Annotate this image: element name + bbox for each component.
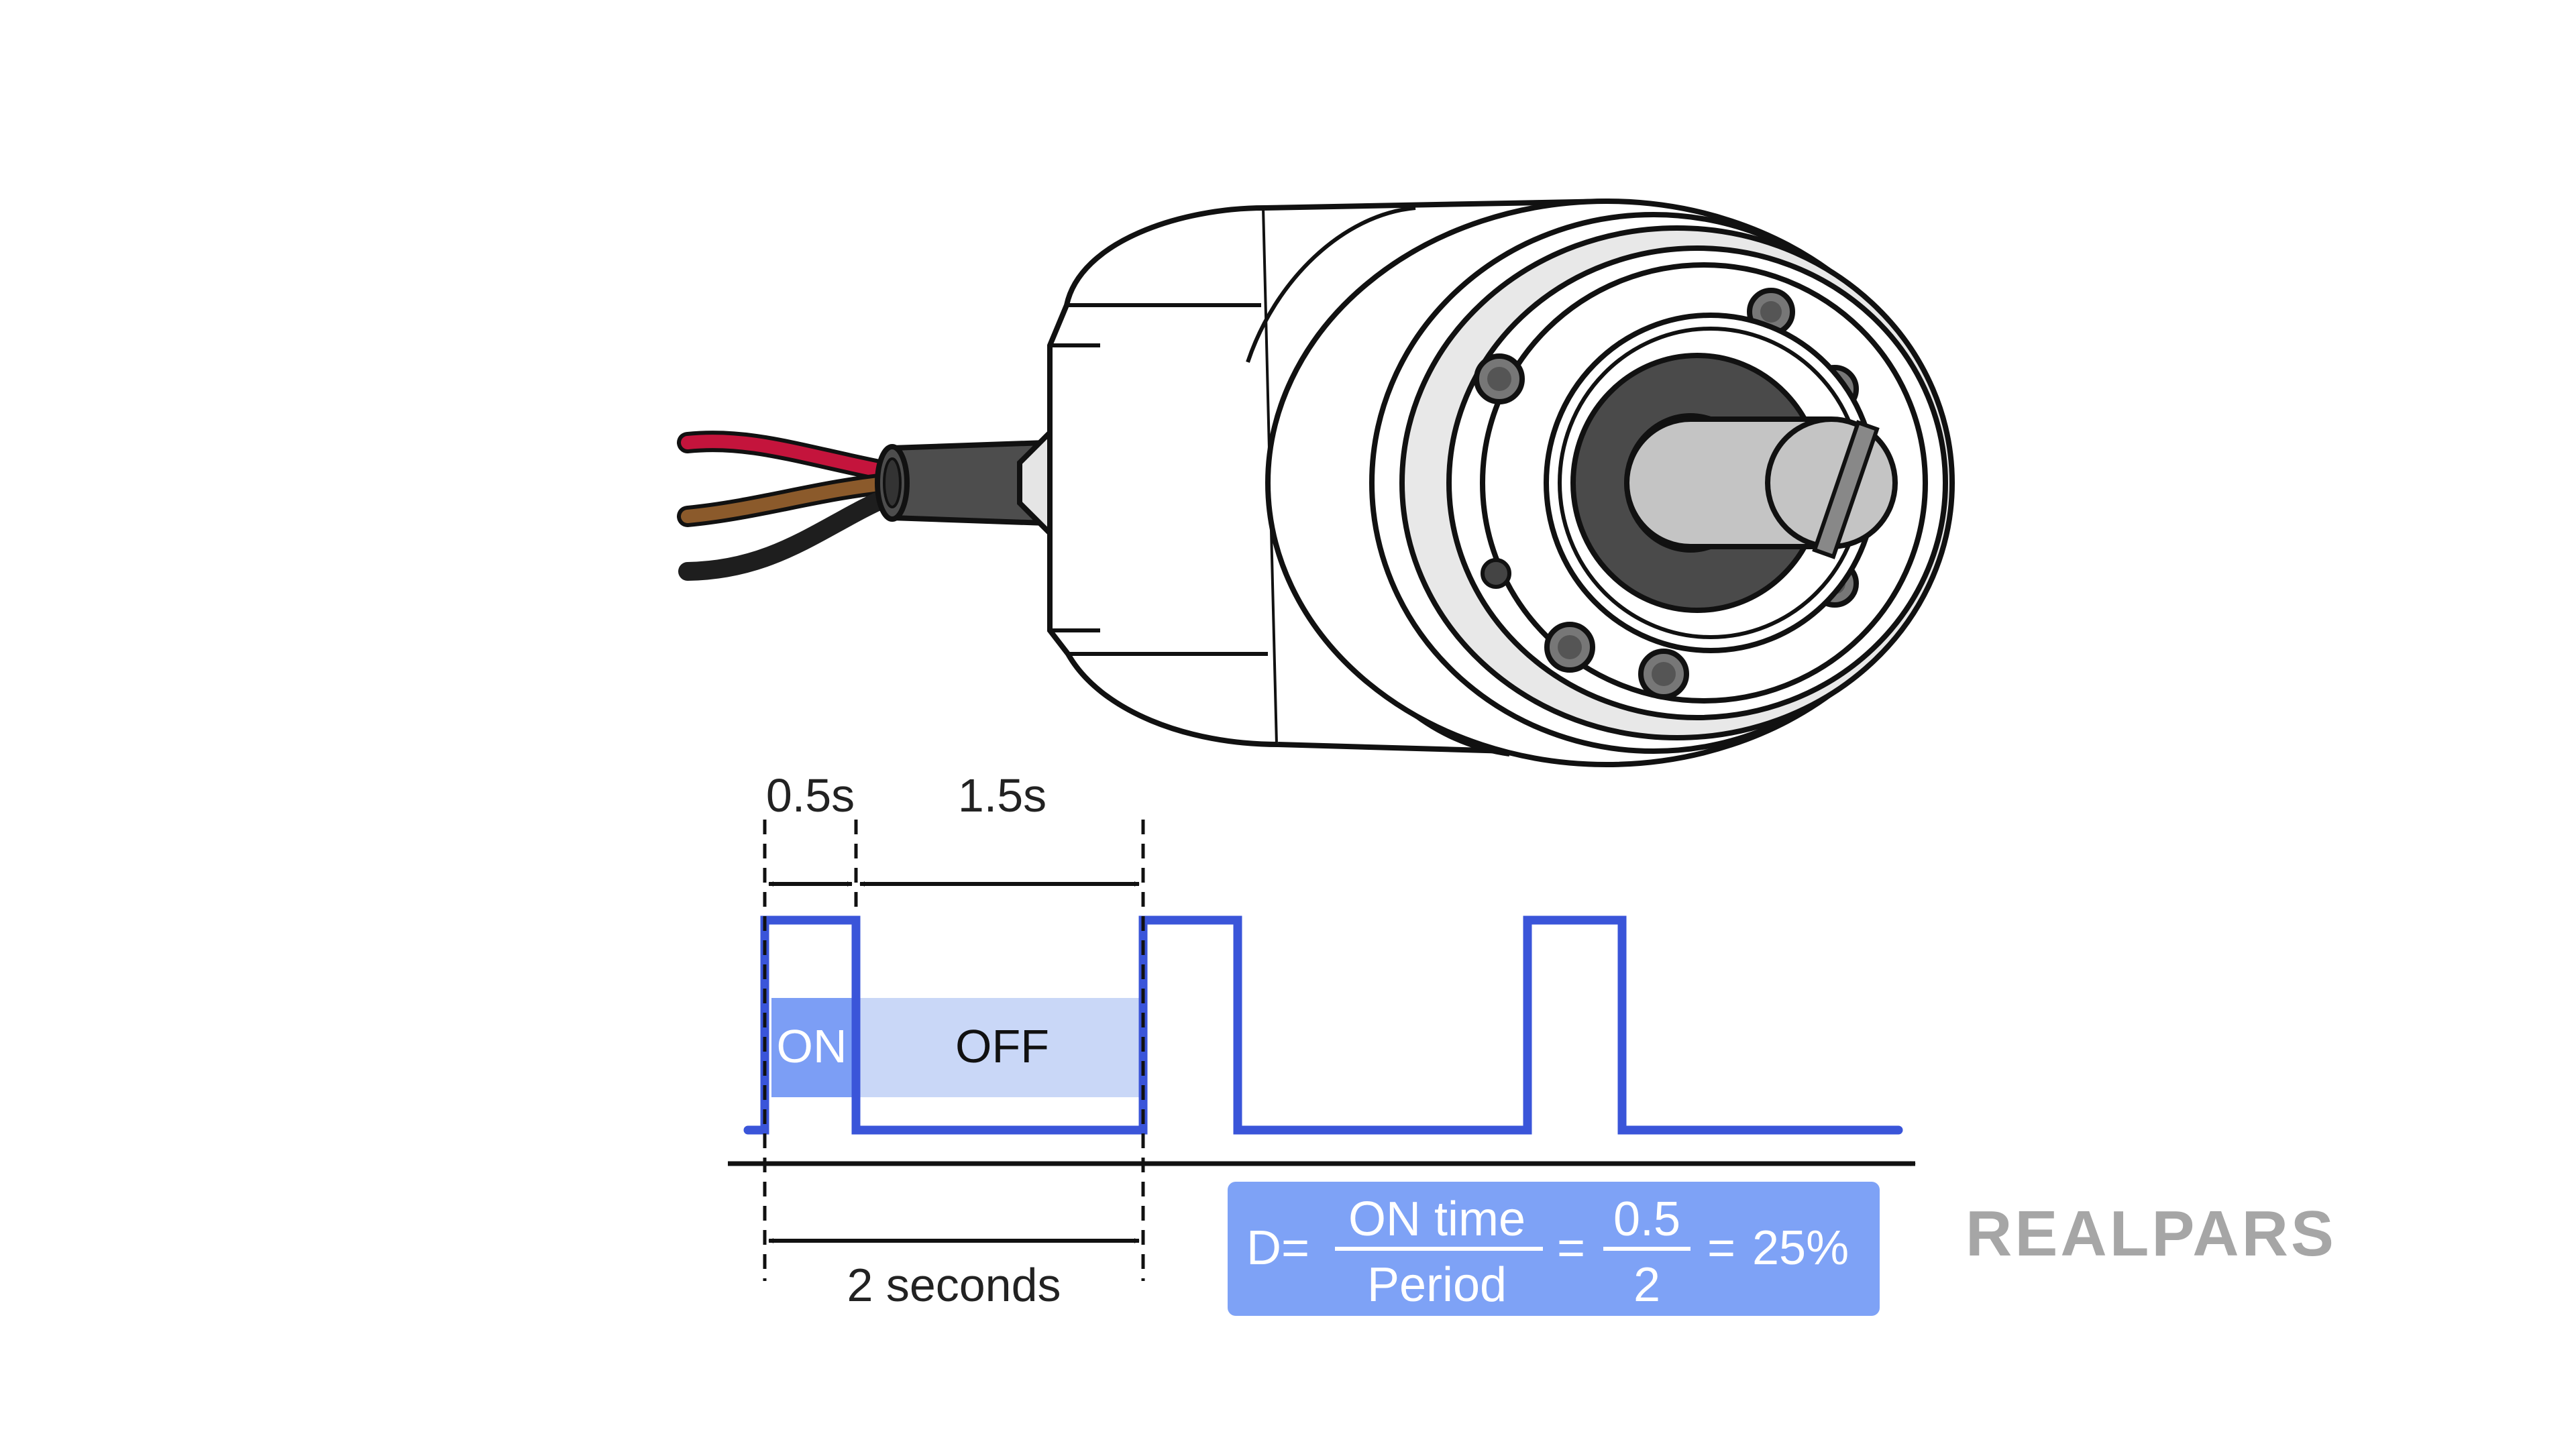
off-region [856,998,1143,1097]
off-label: OFF [955,1020,1049,1072]
formula-equals-1: = [1557,1221,1585,1275]
encoder-shaft [1544,313,1898,653]
period-label: 2 seconds [847,1259,1061,1311]
on-region [771,998,856,1097]
formula-equals-2: = [1707,1221,1735,1275]
black-wire [678,486,902,581]
on-duration-label: 0.5s [766,769,855,822]
realpars-logo: REALPARS [1966,1198,2337,1270]
formula-numerator: ON time [1348,1192,1525,1246]
duty-cycle-formula: D= ON time Period = 0.5 2 = 25% [1228,1182,1880,1316]
small-hole-icon [1481,558,1511,589]
encoder-wires [677,431,903,581]
formula-denominator: Period [1367,1258,1507,1312]
value-denominator: 2 [1633,1258,1660,1312]
timing-diagram: 0.5s 1.5s ON OFF 2 seconds [728,769,1916,1311]
on-label: ON [777,1020,847,1072]
encoder-illustration [677,199,1955,767]
off-duration-label: 1.5s [958,769,1046,822]
formula-lhs: D= [1246,1221,1309,1275]
value-numerator: 0.5 [1613,1192,1680,1246]
formula-box [1228,1182,1880,1316]
pwm-signal [743,915,1903,1135]
formula-result: 25% [1752,1221,1849,1275]
